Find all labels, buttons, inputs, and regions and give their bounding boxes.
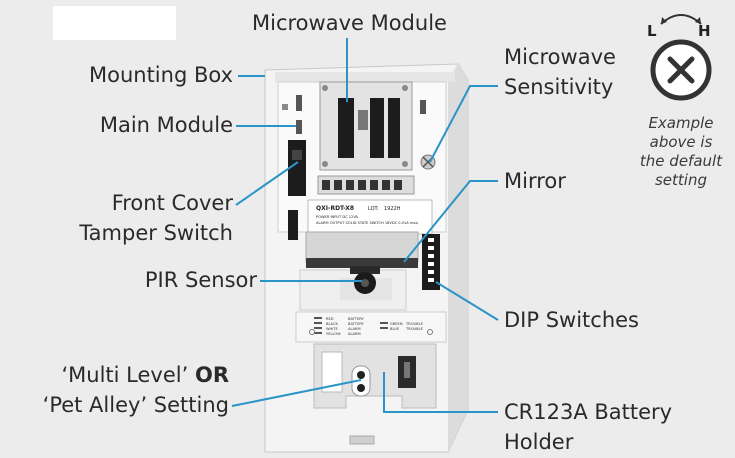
label-microwave-module: Microwave Module [252, 11, 447, 35]
label-pet-alley: ‘Pet Alley’ Setting [42, 393, 229, 417]
alarm-text: ALARM OUTPUT SOLID STATE SWITCH 18VDC 0.… [316, 221, 419, 225]
dial-caption-line1: Example [648, 114, 714, 132]
label-front-cover-line2: Tamper Switch [79, 221, 233, 245]
leader-lines [231, 38, 499, 413]
label-front-cover: Front Cover Tamper Switch [79, 188, 233, 248]
label-mirror: Mirror [504, 169, 566, 193]
label-battery-line2: Holder [504, 430, 574, 454]
label-or: OR [194, 363, 229, 387]
label-multi-level-text: ‘Multi Level’ [61, 363, 189, 387]
power-text: POWER INPUT DC 12VA [316, 215, 359, 219]
wire-green-meaning: TROUBLE [405, 322, 424, 326]
wire-black-meaning: BATTERY [348, 322, 365, 326]
leader-dip [435, 281, 499, 321]
lot-code-text: 1922H [384, 206, 401, 212]
wire-white: WHITE [326, 327, 339, 331]
label-main-module: Main Module [99, 113, 233, 137]
label-multi-level: ‘Multi Level’ OR ‘Pet Alley’ Setting [43, 360, 229, 420]
label-multi-level-line1: ‘Multi Level’ OR [43, 360, 229, 390]
wire-red: RED [326, 317, 334, 321]
wire-blue-meaning: TROUBLE [405, 327, 424, 331]
leader-battery [383, 372, 498, 413]
wire-red-meaning: BATTERY [348, 317, 365, 321]
leader-multi-level [231, 379, 362, 407]
label-mw-sensitivity-line1: Microwave [504, 45, 616, 69]
dial-arrow-icon [660, 14, 702, 25]
dial-caption-line2: above is [649, 133, 713, 151]
dial-caption-line3: the default [639, 152, 723, 170]
wire-black: BLACK [326, 322, 338, 326]
label-mounting-box: Mounting Box [88, 63, 233, 87]
dial-caption: Example above is the default setting [626, 114, 735, 190]
lot-text: LOT: [368, 206, 379, 212]
dial-high-label: H [698, 22, 711, 40]
wire-blue: BLUE [390, 327, 400, 331]
dial-caption-line4: setting [654, 171, 707, 189]
label-battery-line1: CR123A Battery [504, 400, 673, 424]
blank-tag [53, 6, 176, 40]
wire-yellow: YELLOW [326, 332, 341, 336]
leader-sensitivity [429, 85, 498, 163]
leader-mirror [403, 180, 498, 263]
wire-white-meaning: ALARM [348, 327, 361, 331]
wire-green: GREEN [390, 322, 403, 326]
dial-low-label: L [647, 22, 657, 40]
label-mw-sensitivity: Microwave Sensitivity [504, 42, 616, 102]
wire-yellow-meaning: ALARM [348, 332, 361, 336]
label-battery-holder: CR123A Battery Holder [504, 397, 672, 457]
label-dip-switches: DIP Switches [504, 308, 639, 332]
label-mw-sensitivity-line2: Sensitivity [504, 75, 614, 99]
leader-front-cover [235, 161, 299, 206]
label-front-cover-line1: Front Cover [111, 191, 233, 215]
mirror [305, 231, 419, 263]
model-text: QXI-RDT-X8 [316, 205, 354, 212]
label-pir-sensor: PIR Sensor [144, 268, 257, 292]
